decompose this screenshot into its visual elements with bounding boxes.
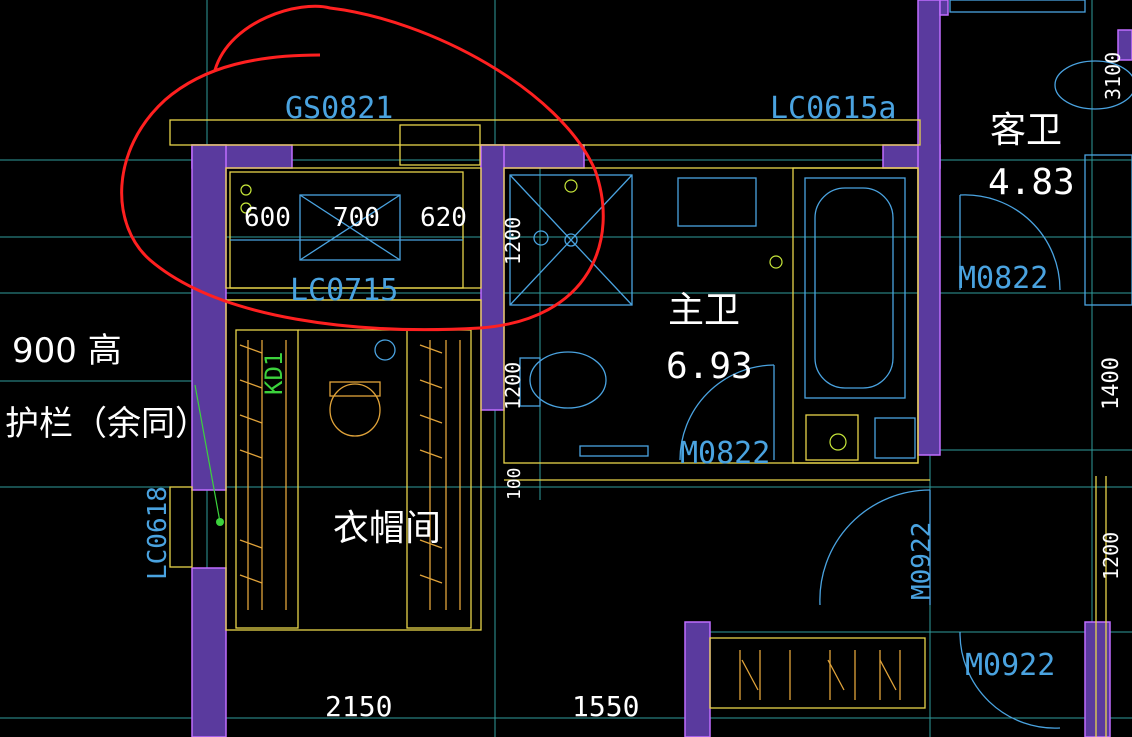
dim-600: 600 [244,203,291,233]
railing-height: 900 高 [12,331,122,371]
room-guest-bath-area: 4.83 [988,162,1075,203]
room-master-bath-area: 6.93 [666,346,753,387]
label-m0922-b: M0922 [965,648,1055,683]
railing-leader [194,384,221,523]
white-dims: 600 700 620 1200 1200 100 1400 3100 1200… [244,52,1125,723]
bath-fixtures [230,0,1132,729]
dim-1200-b: 1200 [501,362,525,410]
label-gs0821: GS0821 [285,91,393,126]
railing-note: 护栏（余同） [5,404,209,444]
label-m0822-guest: M0822 [958,261,1048,296]
dim-620: 620 [420,203,467,233]
label-lc0715: LC0715 [290,273,398,308]
dim-1400: 1400 [1099,357,1124,410]
dim-1200-c: 1200 [1099,532,1123,580]
room-guest-bath: 客卫 [990,110,1062,151]
label-kd1: KD1 [260,352,288,395]
wardrobe-hangers [239,340,901,700]
dim-100: 100 [504,467,525,500]
dim-2150: 2150 [325,690,392,723]
label-lc0615a: LC0615a [770,91,896,126]
label-m0822-master: M0822 [680,436,770,471]
label-m0922-a: M0922 [907,522,937,600]
label-lc0618: LC0618 [143,486,173,580]
railing-leader-dot [216,518,224,526]
dim-700: 700 [333,203,380,233]
walls [191,0,1132,737]
room-cloakroom: 衣帽间 [333,508,441,549]
green-markers [240,179,847,451]
room-master-bath: 主卫 [668,290,740,331]
room-labels: 主卫 6.93 客卫 4.83 衣帽间 900 高 护栏（余同） [5,110,1075,549]
dim-1550: 1550 [572,690,639,723]
dim-1200-a: 1200 [501,217,525,265]
dim-3100: 3100 [1101,52,1125,100]
blue-labels: GS0821 LC0615a LC0715 M0822 M0822 M0922 … [143,91,1055,683]
markup-circle [120,4,605,332]
partitions [169,119,1107,737]
